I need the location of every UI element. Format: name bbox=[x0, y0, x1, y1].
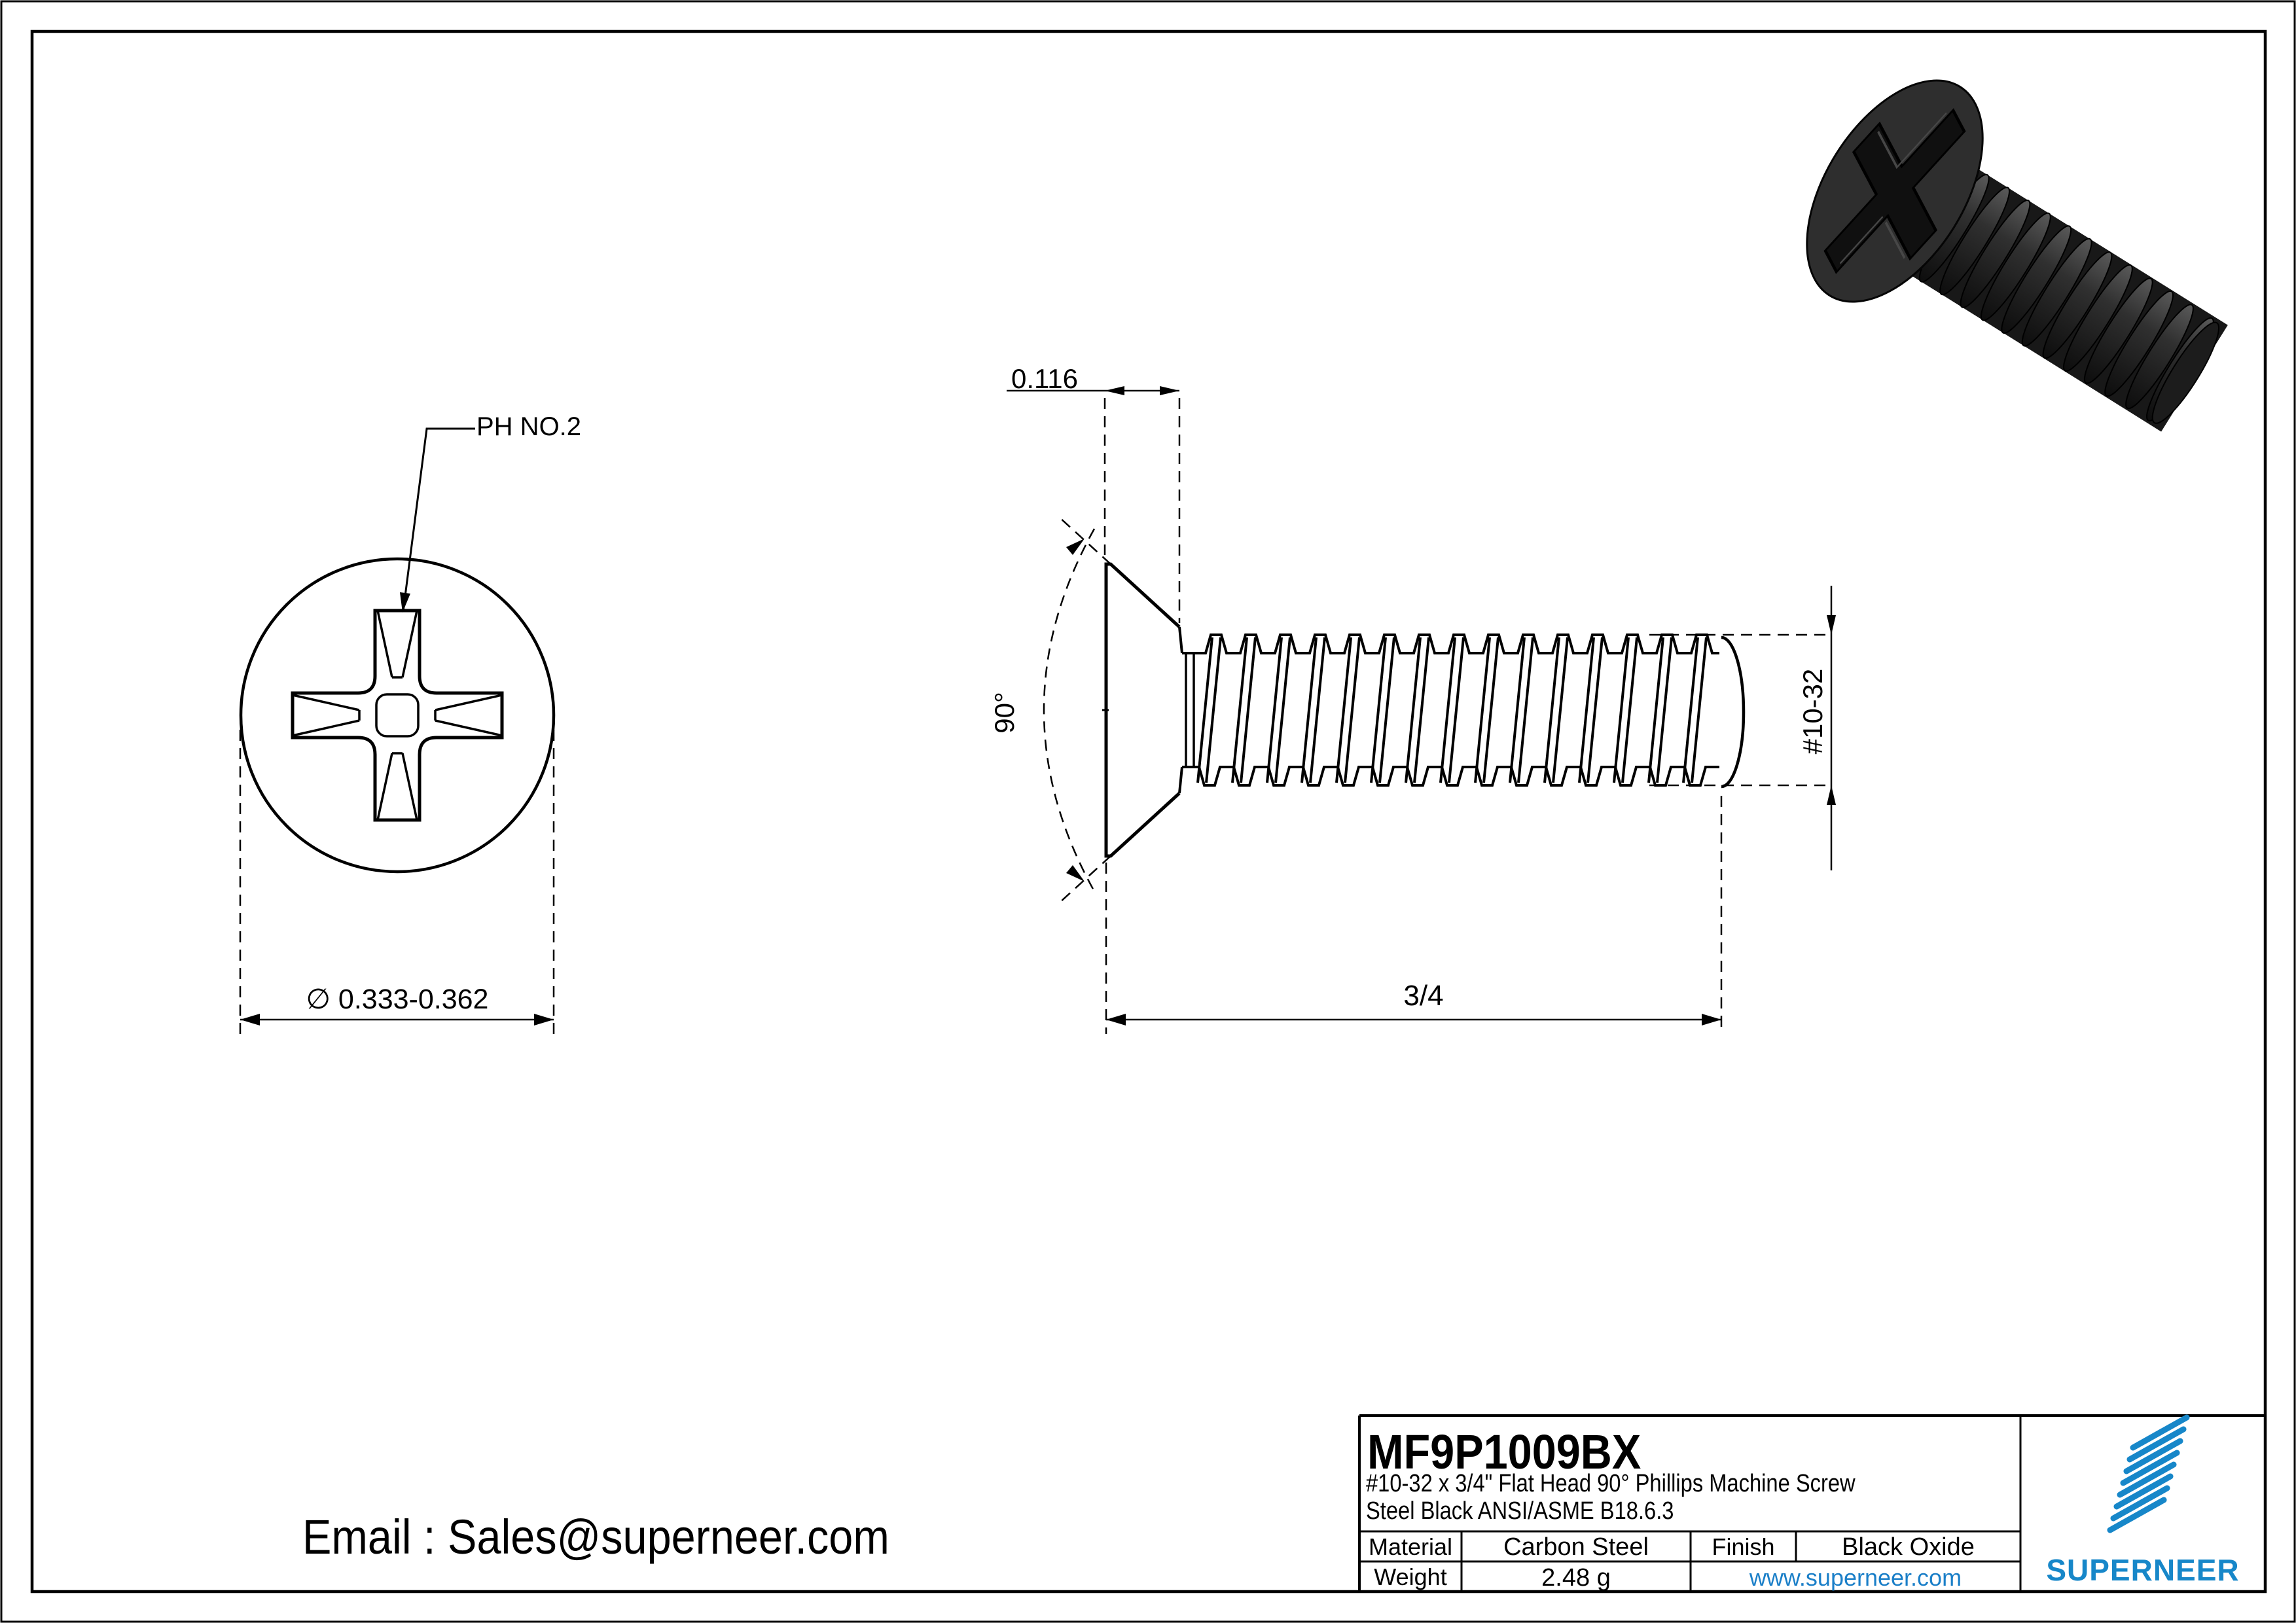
drive-leader-line bbox=[400, 427, 475, 613]
finish-value: Black Oxide bbox=[1842, 1533, 1975, 1561]
part-description-line1: #10-32 x 3/4" Flat Head 90° Phillips Mac… bbox=[1366, 1470, 1856, 1497]
contact-email: Email : Sales@superneer.com bbox=[302, 1510, 889, 1564]
inner-frame bbox=[30, 29, 2267, 1594]
screw-3d-image bbox=[1806, 79, 2228, 432]
side-view bbox=[1007, 386, 1836, 1034]
phillips-cross-3d bbox=[1823, 108, 1966, 274]
material-value: Carbon Steel bbox=[1503, 1533, 1649, 1561]
length-dimension bbox=[1105, 796, 1723, 1034]
part-description-line2: Steel Black ANSI/ASME B18.6.3 bbox=[1366, 1497, 1674, 1525]
title-block-grid bbox=[1358, 1414, 2265, 1592]
head-angle-value: 90° bbox=[989, 692, 1020, 734]
website-link[interactable]: www.superneer.com bbox=[1749, 1564, 1962, 1591]
brand-wordmark: SUPERNEER bbox=[2046, 1553, 2240, 1587]
head-height-dimension bbox=[1007, 386, 1181, 623]
weight-label: Weight bbox=[1374, 1563, 1447, 1590]
length-value: 3/4 bbox=[1403, 980, 1444, 1012]
part-number: MF9P1009BX bbox=[1367, 1425, 1641, 1479]
head-angle-dimension bbox=[1043, 516, 1111, 904]
weight-value: 2.48 g bbox=[1541, 1564, 1611, 1592]
material-label: Material bbox=[1368, 1533, 1453, 1560]
head-diameter-value: ∅ 0.333-0.362 bbox=[306, 984, 489, 1015]
thread-pattern bbox=[1196, 633, 1746, 789]
thread-size-value: #10-32 bbox=[1797, 668, 1828, 755]
thread-size-dimension bbox=[1649, 586, 1836, 870]
head-height-value: 0.116 bbox=[1011, 363, 1078, 394]
head-diameter-dimension bbox=[239, 730, 555, 1034]
head-front-view bbox=[239, 427, 556, 1034]
logo-stripes-icon bbox=[2107, 1414, 2190, 1533]
phillips-recess-detail bbox=[292, 610, 503, 821]
drive-type-label: PH NO.2 bbox=[476, 412, 582, 441]
finish-label: Finish bbox=[1712, 1533, 1775, 1560]
